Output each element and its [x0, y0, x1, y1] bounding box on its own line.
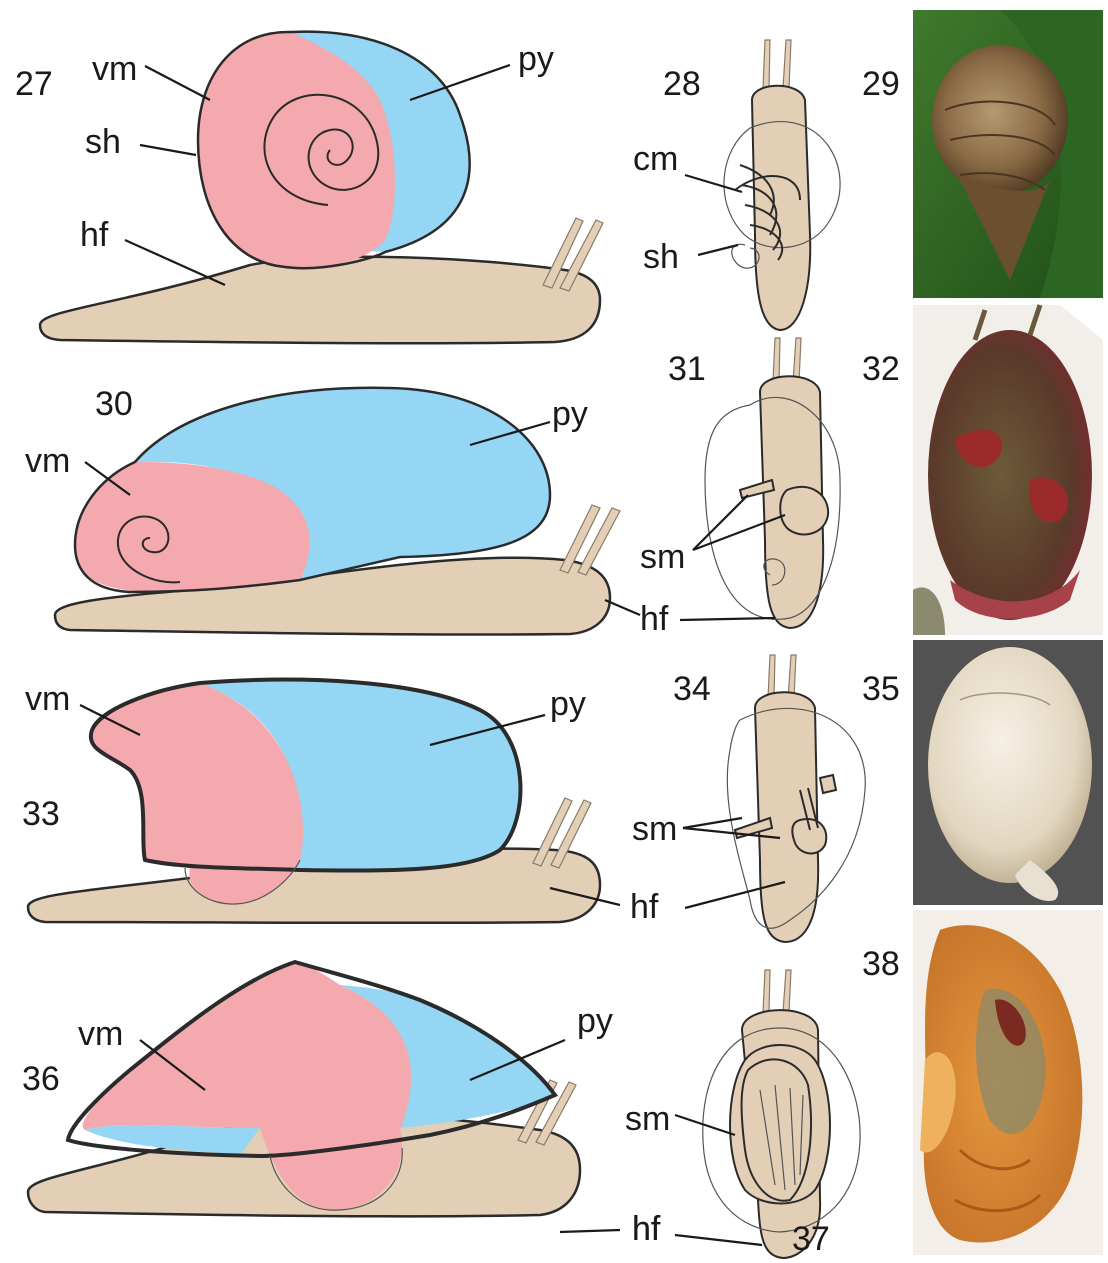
label-vm: vm [92, 50, 137, 88]
fig34-diagram: sm 34 [632, 655, 865, 942]
fig-number-31: 31 [668, 350, 706, 388]
label-hf-31: hf [640, 600, 669, 638]
label-hf-33: hf [630, 888, 659, 926]
label-cm: cm [633, 140, 678, 178]
label-sm-31: sm [640, 538, 685, 576]
fig-number-27: 27 [15, 65, 53, 103]
label-py-33: py [550, 685, 586, 723]
fig-number-32: 32 [862, 350, 900, 388]
fig37-diagram: sm hf 37 [625, 970, 860, 1258]
fig30-diagram: vm py 30 [25, 385, 620, 635]
label-vm-33: vm [25, 680, 70, 718]
fig-number-37: 37 [792, 1220, 830, 1258]
fig28-diagram: cm sh 28 [633, 40, 840, 330]
snail-shell-photo: 29 [862, 10, 1103, 298]
label-py-30: py [552, 395, 588, 433]
label-sm-34: sm [632, 810, 677, 848]
label-sm-37: sm [625, 1100, 670, 1138]
fig-number-30: 30 [95, 385, 133, 423]
label-hf: hf [80, 216, 109, 254]
fig-number-34: 34 [673, 670, 711, 708]
fig-number-35: 35 [862, 670, 900, 708]
label-py: py [518, 40, 554, 78]
label-py-36: py [577, 1002, 613, 1040]
fig-number-29: 29 [862, 65, 900, 103]
fig27-diagram: vm sh py hf 27 [15, 32, 603, 344]
fig-number-28: 28 [663, 65, 701, 103]
fig-number-36: 36 [22, 1060, 60, 1098]
label-vm-36: vm [78, 1015, 123, 1053]
fig33-diagram: vm py hf 33 [22, 680, 659, 926]
label-sh-28: sh [643, 238, 679, 276]
fig31-diagram: sm hf 31 [605, 338, 840, 638]
label-vm-30: vm [25, 442, 70, 480]
reddish-shell-photo: 32 [862, 305, 1103, 635]
fig-number-33: 33 [22, 795, 60, 833]
orange-slug-photo: 38 [862, 910, 1103, 1255]
fig36-diagram: vm py hf 36 [22, 962, 661, 1248]
label-sh: sh [85, 123, 121, 161]
label-hf-37: hf [632, 1210, 661, 1248]
fig-number-38: 38 [862, 945, 900, 983]
white-shell-photo: 35 [862, 640, 1103, 905]
